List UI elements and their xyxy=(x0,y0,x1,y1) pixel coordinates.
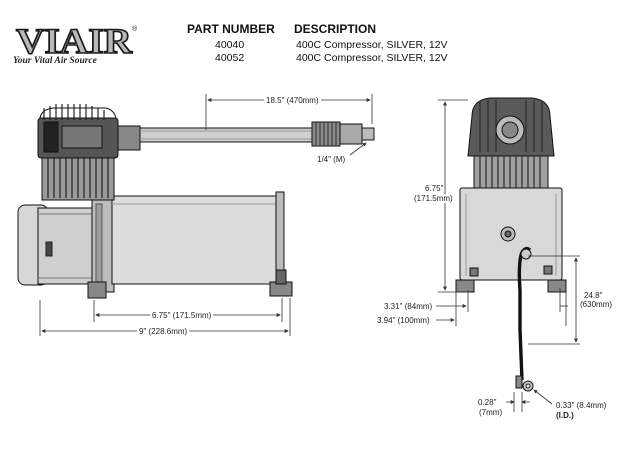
logo-tagline: Your Vital Air Source xyxy=(13,56,97,66)
overall-length-label: 9" (228.6mm) xyxy=(137,327,190,336)
part-number-cell: 40040 xyxy=(215,39,245,51)
height-label: 6.75" xyxy=(425,184,444,193)
lead-length-label: 24.8" xyxy=(584,291,603,300)
logo-registered-mark: ® xyxy=(132,25,138,33)
cylinder-body xyxy=(41,157,115,201)
power-lead xyxy=(517,251,524,381)
description-cell: 400C Compressor, SILVER, 12V xyxy=(296,52,448,64)
base-inner-label: 3.31" (84mm) xyxy=(384,302,433,311)
terminal-small-label: 0.28" xyxy=(478,398,497,407)
front-dimension-lines xyxy=(436,99,580,412)
part-number-header: PART NUMBER xyxy=(187,22,275,36)
side-dimension-lines xyxy=(39,94,373,336)
leader-hose xyxy=(139,127,313,143)
front-bracket-plate xyxy=(459,187,563,281)
hose-length-label: 18.5" (470mm) xyxy=(264,96,321,105)
fitting-label: 1/4" (M) xyxy=(317,155,346,164)
small-terminal xyxy=(515,375,523,389)
cylinder-head xyxy=(37,117,119,159)
description-header: DESCRIPTION xyxy=(294,22,377,36)
height-mm-label: (171.5mm) xyxy=(414,194,453,203)
front-view xyxy=(455,97,567,392)
mounting-foot xyxy=(269,281,293,297)
front-outlet xyxy=(495,115,525,145)
outlet-port xyxy=(117,125,141,151)
mount-spacing-label: 6.75" (171.5mm) xyxy=(150,311,214,320)
front-mounting-foot xyxy=(455,279,475,293)
tank-cylinder xyxy=(111,195,283,285)
front-mounting-foot xyxy=(547,279,567,293)
part-number-cell: 40052 xyxy=(215,52,245,64)
hose-fitting xyxy=(311,121,341,147)
front-center-boss xyxy=(500,226,516,242)
side-view xyxy=(17,104,375,299)
ring-terminal xyxy=(522,380,534,392)
end-bracket xyxy=(91,195,115,293)
terminal-ring-label: 0.33" (8.4mm) xyxy=(556,401,607,410)
terminal-small-mm-label: (7mm) xyxy=(479,408,503,417)
logo-wordmark: VIAIR xyxy=(16,22,133,58)
base-outer-label: 3.94" (100mm) xyxy=(377,316,430,325)
motor-housing xyxy=(37,207,99,285)
terminal-ring-id-label: (I.D.) xyxy=(556,411,574,420)
viair-logo: VIAIR ® xyxy=(15,22,138,58)
front-cylinder-head xyxy=(467,97,555,157)
front-cooling-fins xyxy=(473,155,549,189)
motor-end-cap xyxy=(17,204,49,286)
description-cell: 400C Compressor, SILVER, 12V xyxy=(296,39,448,51)
mounting-foot xyxy=(87,281,107,299)
lead-length-mm-label: (630mm) xyxy=(580,300,613,309)
small-boss xyxy=(45,241,53,257)
